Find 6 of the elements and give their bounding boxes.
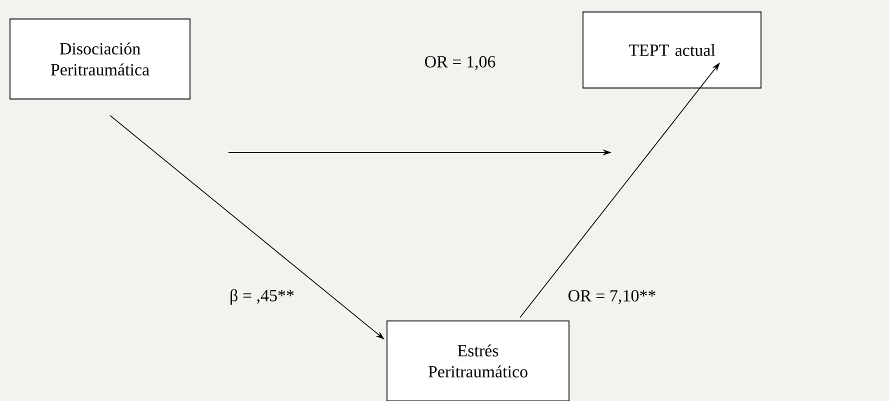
box: TEPT actual — [582, 12, 762, 88]
box: Disociación Peritraumática — [10, 18, 190, 100]
edge-label: β = ,45** — [230, 289, 294, 305]
edge-label: OR = 7,10** — [568, 290, 656, 304]
edge-label: OR = 1,06 — [424, 56, 496, 70]
box: Estrés Peritraumático — [386, 320, 570, 401]
